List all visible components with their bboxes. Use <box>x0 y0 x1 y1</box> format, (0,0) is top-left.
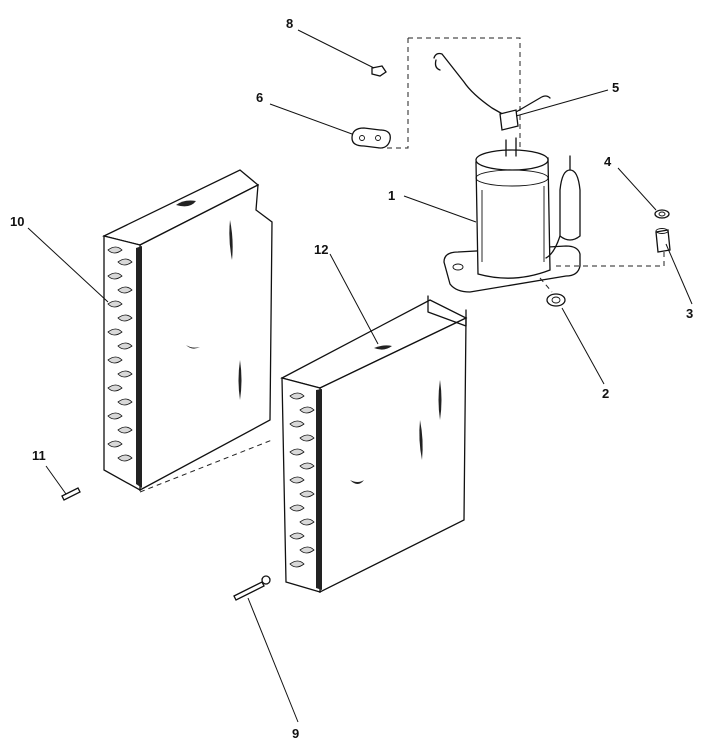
terminal-cover-bracket <box>351 127 391 149</box>
evaporator-coil <box>102 169 273 493</box>
overload-protector <box>433 52 551 131</box>
callout-9: 9 <box>292 726 299 741</box>
callout-6: 6 <box>256 90 263 105</box>
sensor-part-9 <box>233 575 271 601</box>
grommet-part-3 <box>655 228 671 253</box>
callout-8: 8 <box>286 16 293 31</box>
callout-3: 3 <box>686 306 693 321</box>
condenser-coil <box>280 295 468 594</box>
compressor <box>443 137 581 293</box>
coil-fins-left <box>107 246 133 462</box>
callout-10: 10 <box>10 214 24 229</box>
callout-1: 1 <box>388 188 395 203</box>
callout-labels: 8 6 5 1 4 3 2 10 12 11 9 <box>10 16 693 741</box>
washer-part-4 <box>654 209 670 219</box>
coil-fins-right <box>289 392 315 568</box>
sensor-part-11 <box>61 487 81 501</box>
callout-4: 4 <box>604 154 612 169</box>
grommet-part-2 <box>546 293 566 307</box>
callout-2: 2 <box>602 386 609 401</box>
callout-12: 12 <box>314 242 328 257</box>
leader-lines <box>27 29 693 723</box>
callout-11: 11 <box>32 448 46 463</box>
callout-5: 5 <box>612 80 619 95</box>
nut-part-8 <box>371 65 387 77</box>
